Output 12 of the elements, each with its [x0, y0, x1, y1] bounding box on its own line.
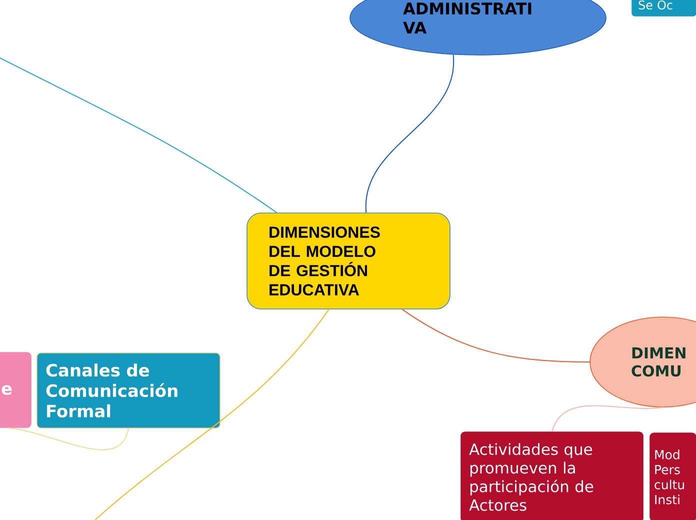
- connector-line: [366, 54, 454, 214]
- topic-box: Canales de Comunicación Formal: [36, 352, 220, 428]
- connector-line: [552, 405, 664, 432]
- topic-box: Mod Pers cultu Insti: [650, 432, 696, 520]
- topic-box: Actividades que promueven la participación de Actores: [460, 432, 644, 520]
- connector-line: [0, 58, 278, 214]
- topic-box: DIMENSIONES DEL MODELO DE GESTIÓN EDUCATIVA: [246, 212, 450, 310]
- topic-box: Se Oc: [632, 0, 696, 16]
- connector-line: [94, 308, 330, 520]
- connector-line: [402, 308, 590, 362]
- topic-box: e: [0, 352, 32, 428]
- connector-line: [8, 427, 129, 450]
